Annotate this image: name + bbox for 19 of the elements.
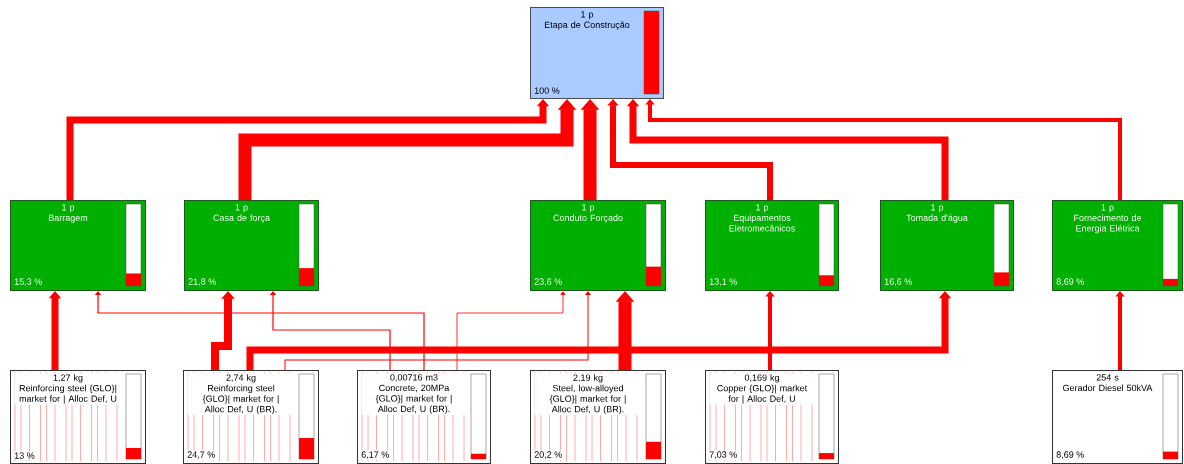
process-box: 1 p Fornecimento de Energia Elétrica 8,69 % <box>1052 200 1183 291</box>
process-box: 1 p Etapa de Construção 100 % <box>530 7 664 99</box>
process-box: 2,74 kg Reinforcing steel {GLO}| market for | Alloc Def, U (BR). 24,7 % <box>183 370 319 464</box>
process-box: 1 p Barragem 15,3 % <box>10 200 146 291</box>
flow-arrow <box>95 291 425 371</box>
process-box: 1,27 kg Reinforcing steel {GLO}| market for | Alloc Def, U 13 % <box>10 370 146 464</box>
process-box: 1 p Tomada d'água 16,6 % <box>880 200 1014 291</box>
flow-arrow <box>645 99 1122 200</box>
flow-arrow <box>456 291 566 371</box>
flow-arrow <box>607 99 773 200</box>
process-box: 1 p Casa de força 21,8 % <box>184 200 319 291</box>
flow-arrow <box>270 291 391 371</box>
process-box: 1 p Conduto Forçado 23,6 % <box>530 200 666 291</box>
flow-arrow <box>284 291 591 371</box>
process-box: 1 p Equipamentos Eletromecânicos 13,1 % <box>705 200 839 291</box>
process-box: 254 s Gerador Diesel 50kVA 8,69 % <box>1052 370 1183 464</box>
process-box: 0,169 kg Copper {GLO}| market for | Alloc Def, U 7,03 % <box>705 370 839 464</box>
process-box: 2,19 kg Steel, low-alloyed {GLO}| market for | Alloc Def, U (BR). 20,2 % <box>530 370 666 464</box>
process-box: 0,00716 m3 Concrete, 20MPa {GLO}| market for | Alloc Def, U (BR). 6,17 % <box>357 370 491 464</box>
